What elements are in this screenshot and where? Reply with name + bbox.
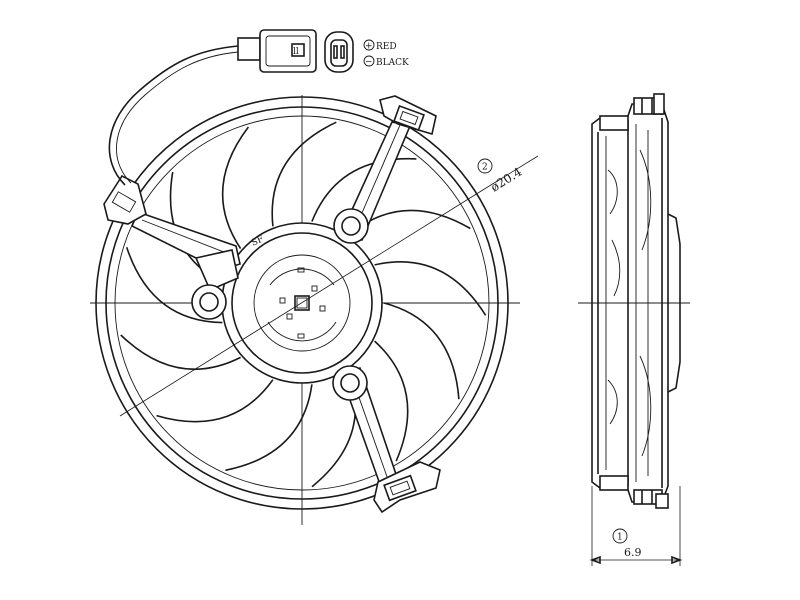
fan-blade bbox=[374, 340, 409, 462]
shroud-mid-ring bbox=[105, 106, 499, 500]
mount-tab-left bbox=[103, 174, 147, 225]
connector-pin-mark: ll bbox=[293, 47, 299, 57]
positive-label: RED bbox=[376, 42, 397, 52]
mount-boss-lower bbox=[332, 365, 368, 401]
side-view: 1 6.9 bbox=[589, 93, 683, 566]
fan-blade bbox=[271, 121, 337, 227]
side-motor bbox=[667, 213, 681, 393]
shroud-outer-ring bbox=[95, 96, 509, 510]
positive-symbol: + bbox=[365, 42, 373, 52]
fan-blade bbox=[311, 158, 417, 222]
fan-blade bbox=[225, 384, 313, 472]
shroud-inner-ring bbox=[114, 115, 490, 491]
depth-value: 6.9 bbox=[624, 546, 642, 559]
hub-face bbox=[253, 254, 351, 352]
negative-label: BLACK bbox=[376, 58, 409, 68]
mount-boss-left bbox=[191, 284, 227, 320]
fan-blade bbox=[125, 246, 223, 324]
depth-callout-ref: 1 bbox=[617, 533, 623, 543]
depth-callout-circle bbox=[612, 528, 628, 544]
mount-tab-bottom bbox=[373, 461, 441, 514]
hub-stamp: SF bbox=[250, 234, 265, 248]
side-bracket-bottom bbox=[599, 475, 669, 509]
diameter-callout-circle bbox=[477, 158, 493, 174]
diameter-value: ø20.4 bbox=[488, 164, 525, 194]
polarity-legend: + RED − BLACK bbox=[363, 39, 409, 68]
depth-dimension: 1 6.9 bbox=[589, 486, 683, 566]
fan-blade bbox=[383, 302, 460, 400]
diameter-callout-ref: 2 bbox=[482, 163, 488, 173]
wire-harness bbox=[108, 45, 239, 186]
support-arm-left bbox=[130, 210, 241, 292]
fan-blade bbox=[221, 126, 250, 250]
front-view: SF bbox=[95, 29, 539, 514]
side-bracket-top bbox=[599, 93, 665, 131]
hub-center bbox=[294, 295, 310, 311]
mount-boss-upper bbox=[333, 208, 369, 244]
fan-blade bbox=[120, 334, 241, 370]
connector-face bbox=[324, 31, 354, 73]
connector-plug: ll bbox=[237, 29, 317, 73]
hub-ring bbox=[231, 232, 373, 374]
negative-symbol: − bbox=[365, 58, 373, 68]
mount-tab-top bbox=[379, 95, 437, 136]
fan-blade bbox=[374, 261, 487, 316]
fan-blade bbox=[156, 379, 274, 423]
